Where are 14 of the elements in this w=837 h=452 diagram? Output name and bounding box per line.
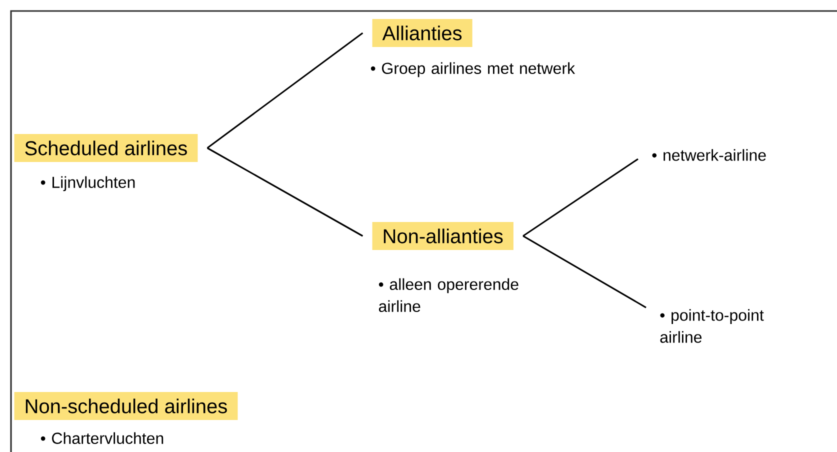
connector-line	[206, 147, 364, 237]
bullet-text: • point-to-point airline	[660, 309, 764, 343]
bullet-text: • Chartervluchten	[40, 432, 164, 444]
bullet-text: • alleen opererende airline	[378, 278, 518, 312]
connector-line	[522, 158, 638, 237]
heading-box: Allianties	[372, 18, 472, 47]
heading-box: Non-allianties	[372, 222, 514, 250]
connector-line	[522, 235, 646, 308]
bullet-text: • Groep airlines met netwerk	[370, 62, 576, 78]
connector-line	[206, 32, 364, 149]
bullet-text: • Lijnvluchten	[40, 176, 135, 192]
heading-box: Scheduled airlines	[14, 134, 198, 162]
heading-box: Non-scheduled airlines	[14, 392, 238, 420]
bullet-text: • netwerk-airline	[652, 149, 766, 161]
